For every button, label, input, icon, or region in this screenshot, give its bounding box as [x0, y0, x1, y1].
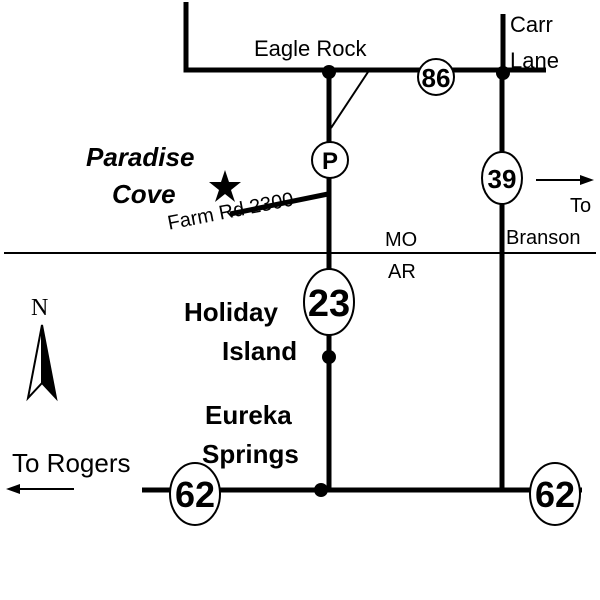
- carr-lane-junction-dot: [496, 66, 510, 80]
- route-62-east-shield: 62: [529, 462, 581, 526]
- route-86-shield: 86: [417, 58, 455, 96]
- eureka-springs-junction-dot: [314, 483, 328, 497]
- route-p-letter: P: [322, 148, 338, 175]
- to-label: To: [570, 195, 592, 217]
- eureka-springs-label-line1: Eureka: [205, 400, 292, 430]
- to-rogers-label: To Rogers: [12, 448, 131, 478]
- holiday-island-junction-dot: [322, 350, 336, 364]
- route-p-shield: P: [311, 141, 349, 179]
- farm-rd-2300-road: [229, 191, 329, 217]
- eagle-rock-leader-line: [330, 71, 369, 129]
- arrow-right-icon: [536, 175, 594, 185]
- route-23-number: 23: [308, 283, 350, 325]
- carr-label: Carr: [510, 12, 553, 37]
- eagle-rock-label: Eagle Rock: [254, 36, 367, 61]
- north-label: N: [31, 295, 49, 321]
- lane-label: Lane: [510, 48, 559, 73]
- eureka-springs-label-line2: Springs: [202, 439, 299, 469]
- route-86-number: 86: [422, 63, 451, 93]
- route-23-shield: 23: [303, 268, 355, 336]
- holiday-island-label-line2: Island: [222, 336, 298, 366]
- eagle-rock-junction-dot: [322, 65, 336, 79]
- paradise-cove-label-line2: Cove: [112, 179, 176, 209]
- branson-label: Branson: [506, 227, 581, 249]
- route-62-west-shield: 62: [169, 462, 221, 526]
- route-62-west-number: 62: [175, 474, 215, 515]
- north-arrow-icon: [26, 324, 58, 402]
- mo-state-label: MO: [385, 229, 418, 251]
- star-icon: [209, 170, 241, 202]
- paradise-cove-label-line1: Paradise: [86, 142, 195, 172]
- route-62-east-number: 62: [535, 474, 575, 515]
- route-39-shield: 39: [481, 151, 523, 205]
- route-39-number: 39: [488, 164, 517, 194]
- arrow-left-icon: [6, 484, 74, 494]
- holiday-island-label-line1: Holiday: [184, 297, 278, 327]
- ar-state-label: AR: [388, 261, 416, 283]
